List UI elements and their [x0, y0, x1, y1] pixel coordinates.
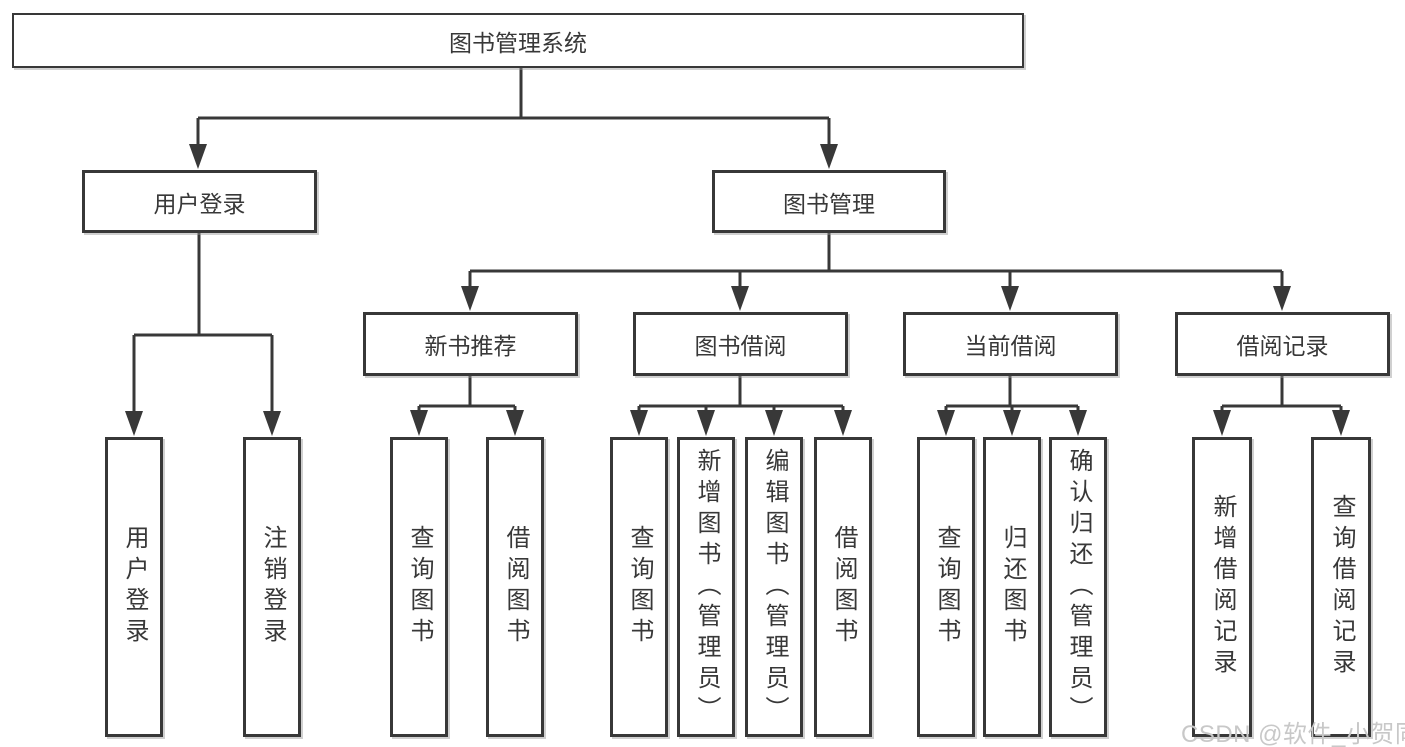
node-leaf-query-books-current: 查询图书 — [917, 437, 975, 737]
leaf-label: 新增图书（管理员） — [693, 447, 720, 727]
leaf-label: 借阅图书 — [502, 525, 529, 649]
leaf-label: 注销登录 — [259, 525, 286, 649]
node-leaf-user-login: 用户登录 — [105, 437, 163, 737]
leaf-label: 查询图书 — [933, 525, 960, 649]
node-leaf-query-books-newbook: 查询图书 — [390, 437, 448, 737]
leaf-label: 确认归还（管理员） — [1065, 447, 1092, 727]
node-leaf-add-borrow-record: 新增借阅记录 — [1192, 437, 1252, 737]
connector-bookborrow-to-leaves — [630, 376, 852, 436]
connector-root-to-level2 — [189, 67, 838, 169]
connector-bookmgmt-to-level3 — [461, 233, 1291, 311]
node-current-borrowing: 当前借阅 — [903, 312, 1118, 376]
node-leaf-query-borrow-record: 查询借阅记录 — [1311, 437, 1371, 737]
node-leaf-logout: 注销登录 — [243, 437, 301, 737]
node-leaf-edit-books-admin: 编辑图书（管理员） — [745, 437, 803, 737]
node-leaf-return-books: 归还图书 — [983, 437, 1041, 737]
node-leaf-add-books-admin: 新增图书（管理员） — [677, 437, 735, 737]
leaf-label: 借阅图书 — [830, 525, 857, 649]
node-user-login: 用户登录 — [82, 170, 317, 233]
leaf-label: 查询图书 — [626, 525, 653, 649]
connector-currentborrow-to-leaves — [937, 376, 1087, 436]
connector-newbook-to-leaves — [410, 376, 524, 436]
watermark-text: CSDN @软件_小贺同学 — [1181, 721, 1405, 747]
node-book-borrowing: 图书借阅 — [633, 312, 848, 376]
leaf-label: 查询借阅记录 — [1328, 494, 1355, 680]
leaf-label: 归还图书 — [999, 525, 1026, 649]
leaf-label: 用户登录 — [121, 525, 148, 649]
node-borrowing-records: 借阅记录 — [1175, 312, 1390, 376]
node-leaf-borrow-books-newbook: 借阅图书 — [486, 437, 544, 737]
connector-userlogin-to-leaves — [125, 233, 281, 436]
leaf-label: 编辑图书（管理员） — [761, 447, 788, 727]
node-leaf-confirm-return-admin: 确认归还（管理员） — [1049, 437, 1107, 737]
leaf-label: 查询图书 — [406, 525, 433, 649]
node-leaf-query-books-borrow: 查询图书 — [610, 437, 668, 737]
node-library-management-system: 图书管理系统 — [12, 13, 1024, 68]
node-book-management: 图书管理 — [712, 170, 946, 233]
node-leaf-borrow-books-borrow: 借阅图书 — [814, 437, 872, 737]
connector-records-to-leaves — [1213, 376, 1350, 436]
node-new-book-recommend: 新书推荐 — [363, 312, 578, 376]
leaf-label: 新增借阅记录 — [1209, 494, 1236, 680]
